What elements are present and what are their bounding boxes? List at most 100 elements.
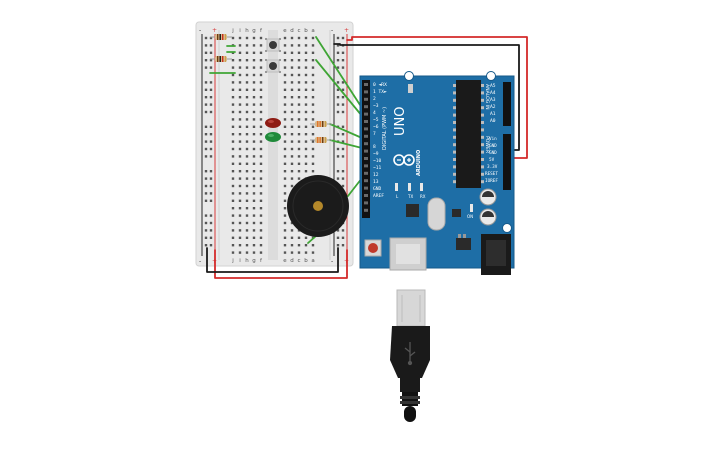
- breadboard-hole: [283, 184, 287, 188]
- header-pin[interactable]: [364, 83, 368, 86]
- header-pin[interactable]: [364, 142, 368, 146]
- header-pin[interactable]: [364, 179, 368, 183]
- breadboard-hole: [252, 81, 256, 84]
- header-pin[interactable]: [364, 97, 368, 101]
- breadboard-hole: [231, 244, 235, 247]
- rail-hole: [336, 177, 340, 180]
- wire-green-led-green[interactable]: [329, 139, 363, 149]
- rail-hole: [204, 133, 208, 136]
- column-letter: a: [311, 258, 314, 264]
- usb-cable-icon[interactable]: [390, 289, 430, 422]
- breadboard-hole: [252, 184, 256, 188]
- led-icon[interactable]: [265, 132, 281, 142]
- rail-hole: [341, 229, 345, 232]
- breadboard-hole: [297, 236, 301, 239]
- breadboard-hole: [238, 162, 242, 165]
- breadboard-hole: [252, 221, 256, 225]
- rail-hole: [204, 229, 208, 232]
- column-letter: i: [239, 28, 241, 34]
- breadboard-hole: [311, 88, 315, 91]
- pushbutton-icon[interactable]: [265, 59, 281, 73]
- resistor-icon[interactable]: [210, 56, 232, 62]
- wire-red-rail-bridge[interactable]: [214, 249, 348, 279]
- breadboard-center-channel: [268, 30, 278, 260]
- wire-red-5v-to-rail[interactable]: [346, 36, 528, 159]
- wire-black-rail-bridge[interactable]: [206, 247, 339, 273]
- header-pin[interactable]: [364, 171, 368, 175]
- microcontroller-chip: [456, 80, 481, 188]
- breadboard-hole: [283, 229, 287, 232]
- chip-pin: [481, 84, 484, 87]
- rail-hole: [336, 96, 340, 99]
- column-letter: a: [311, 28, 314, 34]
- header-pin[interactable]: [364, 186, 368, 190]
- breadboard-hole: [290, 118, 294, 121]
- breadboard-hole: [311, 44, 315, 47]
- breadboard-hole: [259, 81, 263, 84]
- chip-pin: [481, 150, 484, 154]
- resistor-icon[interactable]: [310, 121, 332, 127]
- column-letters-top: j i h g f e d c b a: [231, 28, 314, 34]
- breadboard-hole: [245, 251, 249, 254]
- arduino-uno-board[interactable]: 0 ◄RX 1 TX► 2 ~3 4 ~5 ~6 7 8 ~9 ~10 ~11 …: [359, 71, 515, 276]
- breadboard-hole: [259, 140, 263, 143]
- resistor-icon[interactable]: [210, 34, 232, 40]
- header-pin[interactable]: [364, 208, 368, 212]
- header-pin[interactable]: [364, 127, 368, 131]
- breadboard-hole: [304, 110, 308, 114]
- column-letter: j: [231, 28, 234, 34]
- rail-hole: [336, 81, 340, 84]
- breadboard-hole: [290, 155, 294, 158]
- header-pin[interactable]: [364, 157, 368, 160]
- breadboard-hole: [297, 73, 301, 77]
- rail-hole: [204, 125, 208, 128]
- led-icon[interactable]: [265, 118, 281, 128]
- wire-black-gnd-to-rail[interactable]: [333, 43, 520, 151]
- breadboard-hole: [238, 214, 242, 217]
- wire-green-button-b[interactable]: [315, 59, 363, 117]
- breadboard-hole: [259, 207, 263, 210]
- piezo-buzzer-icon[interactable]: [287, 175, 349, 237]
- header-pin[interactable]: [364, 105, 368, 109]
- rail-hole: [341, 81, 345, 84]
- header-pin[interactable]: [364, 194, 368, 197]
- header-pin[interactable]: [364, 164, 368, 168]
- breadboard-hole: [231, 140, 235, 143]
- breadboard-hole: [245, 236, 249, 239]
- breadboard-hole: [252, 88, 256, 91]
- wire-green-button-a[interactable]: [315, 36, 363, 109]
- breadboard-hole: [245, 59, 249, 62]
- brand-label: ARDUINO: [416, 150, 422, 176]
- breadboard-hole: [252, 51, 256, 54]
- breadboard-hole: [290, 96, 294, 99]
- rail-hole: [204, 81, 208, 84]
- header-pin[interactable]: [364, 120, 368, 123]
- pin-label: A0: [490, 118, 496, 124]
- header-pin[interactable]: [364, 134, 368, 138]
- resistor-icon[interactable]: [310, 137, 332, 143]
- header-pin[interactable]: [364, 201, 368, 205]
- header-pin[interactable]: [364, 112, 368, 116]
- rail-hole: [336, 155, 340, 158]
- breadboard-hole: [245, 125, 249, 128]
- breadboard-hole: [311, 125, 315, 128]
- breadboard-hole: [297, 125, 301, 128]
- voltage-regulator: [456, 238, 471, 250]
- breadboard-hole: [311, 73, 315, 77]
- breadboard-hole: [297, 170, 301, 173]
- breadboard-hole: [238, 73, 242, 77]
- breadboard-hole: [259, 36, 263, 40]
- breadboard-hole: [290, 162, 294, 165]
- chip-pin: [481, 91, 484, 95]
- wire-green-led-red[interactable]: [329, 123, 363, 139]
- pin-label: A1: [490, 111, 496, 117]
- reset-button[interactable]: [364, 239, 382, 257]
- header-pin[interactable]: [364, 90, 368, 94]
- pin-label: Vin: [489, 136, 497, 142]
- breadboard-hole: [290, 125, 294, 128]
- header-pin[interactable]: [364, 149, 368, 153]
- rail-hole: [204, 140, 208, 143]
- pushbutton-icon[interactable]: [265, 38, 281, 52]
- wire-green-buzzer-gnd[interactable]: [307, 235, 317, 244]
- breadboard-hole: [245, 162, 249, 165]
